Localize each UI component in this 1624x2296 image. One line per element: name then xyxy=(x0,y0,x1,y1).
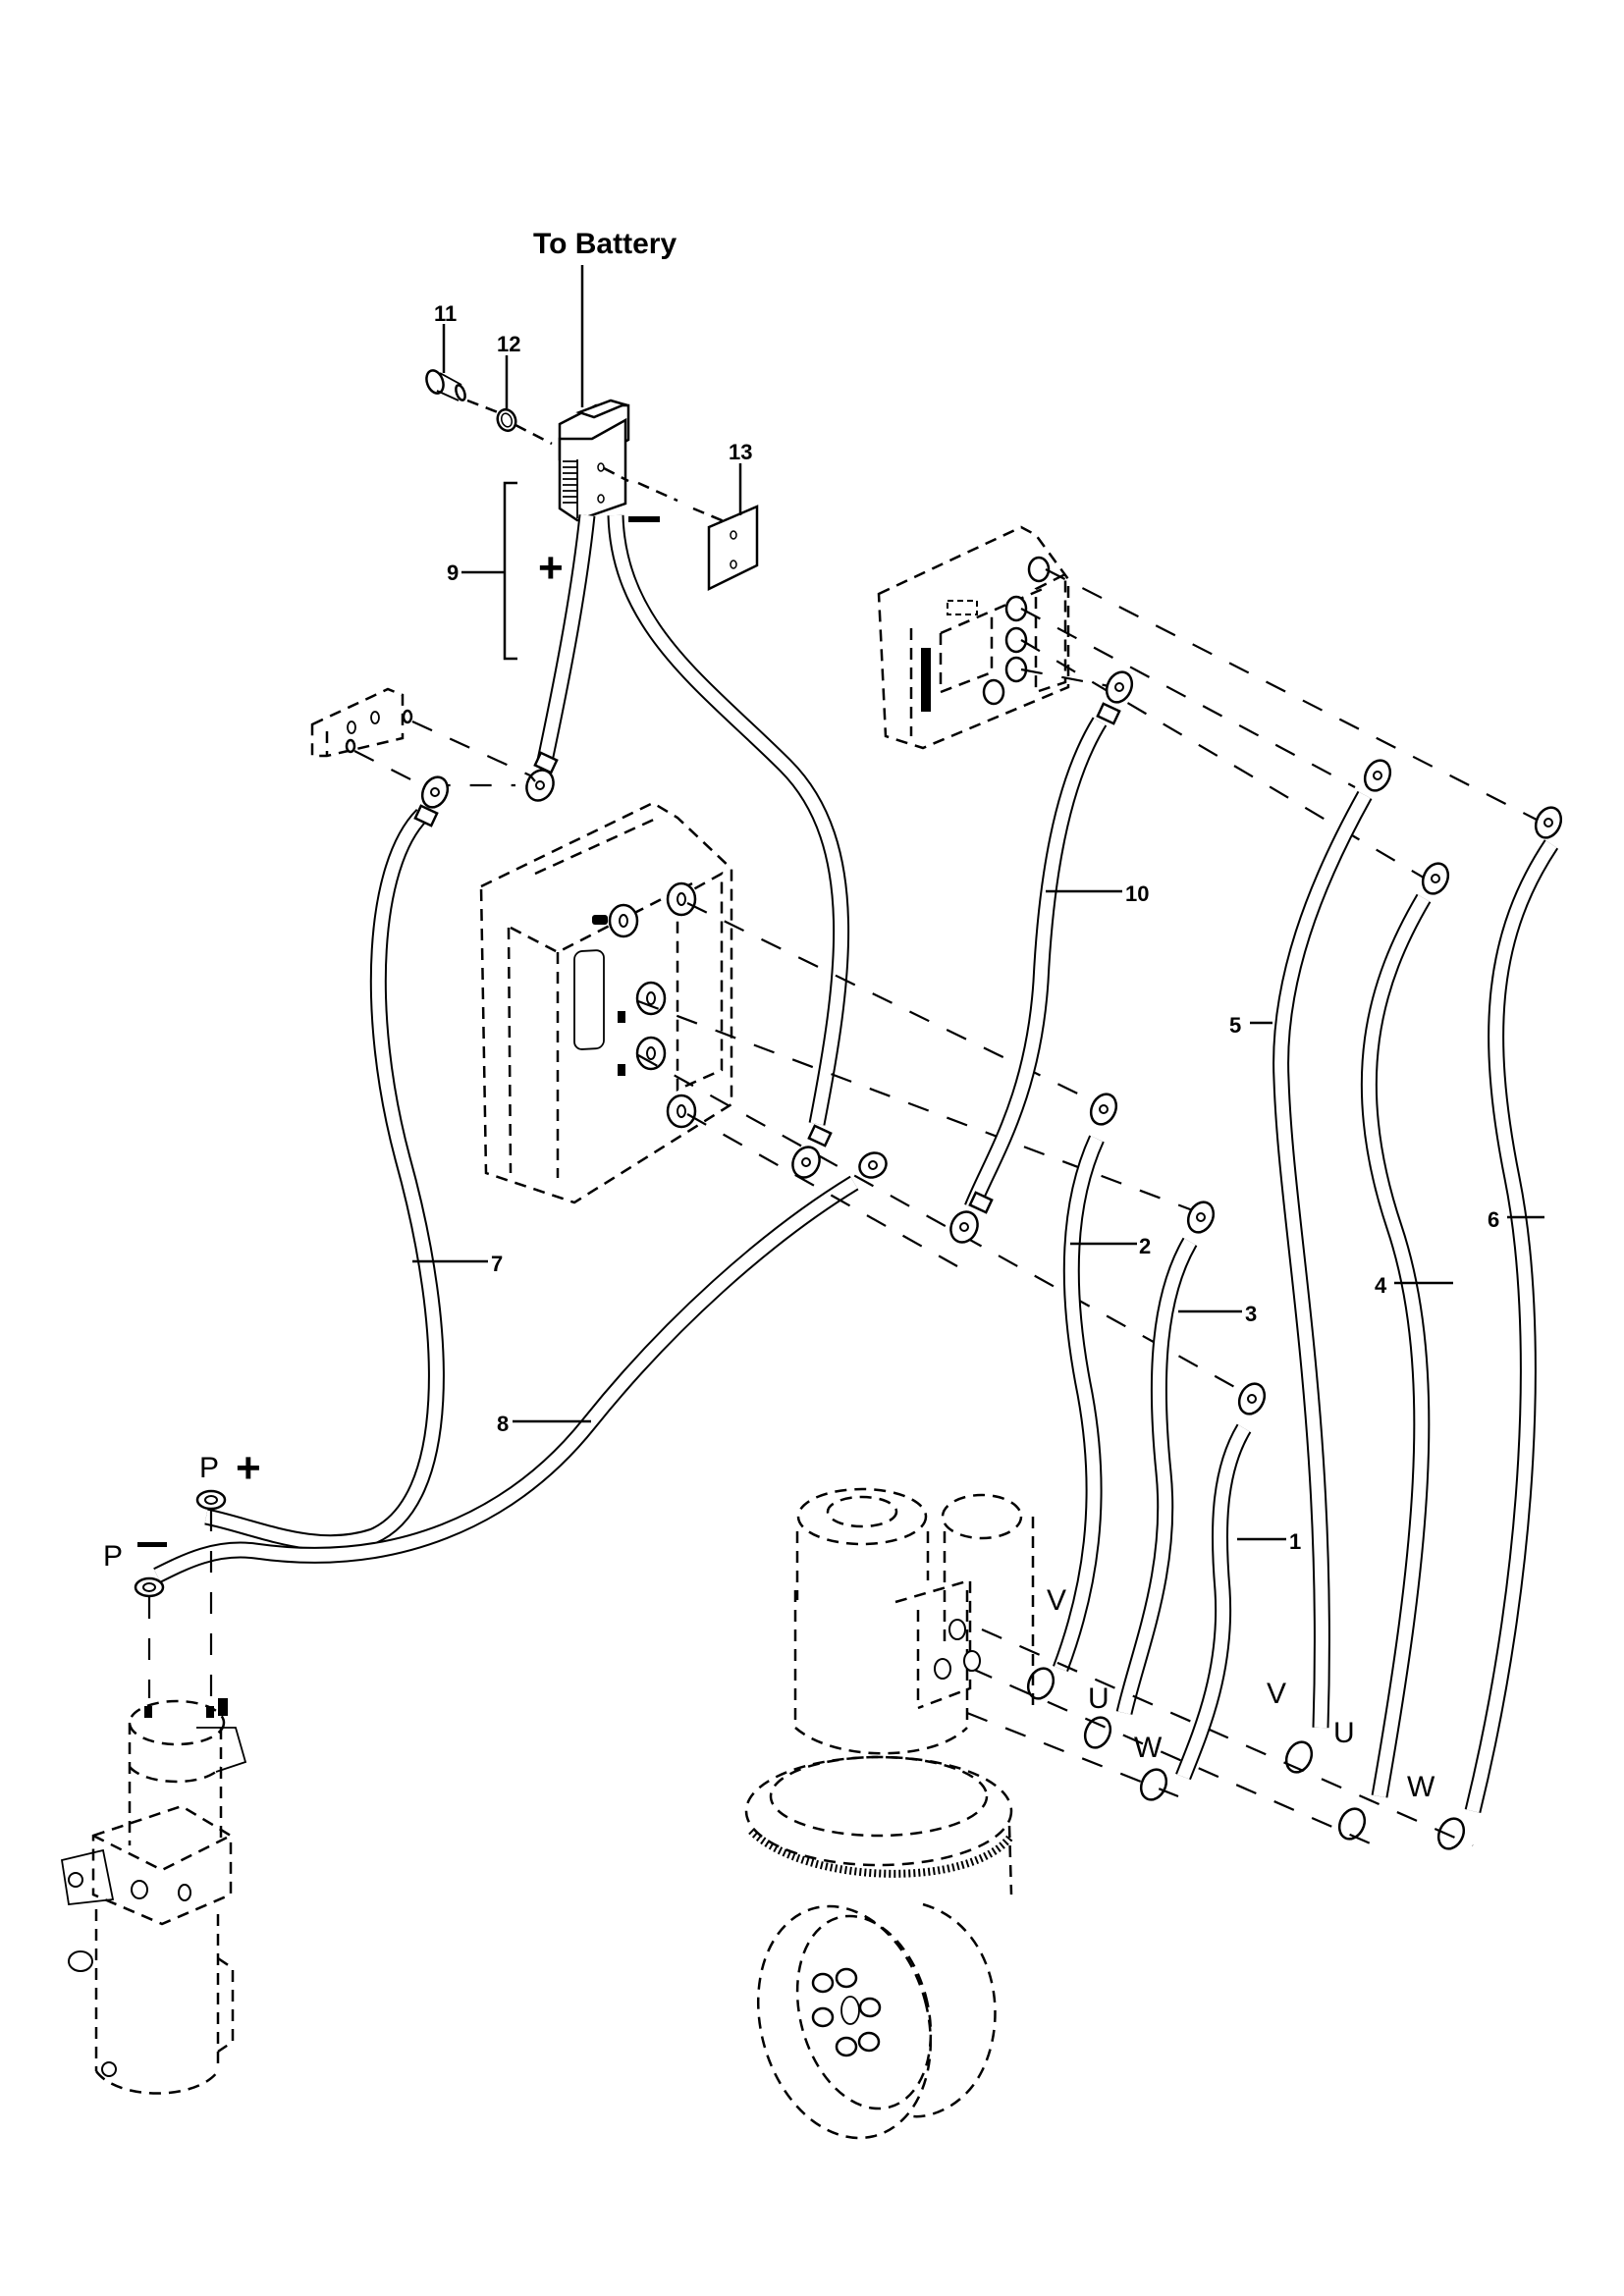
cable-9-positive xyxy=(536,514,596,763)
main-controller xyxy=(479,801,733,1204)
fuse-axis-dash-1 xyxy=(353,750,515,787)
to-battery-label: To Battery xyxy=(533,228,677,260)
pump-ctrl-axis-dash-2 xyxy=(1020,608,1356,788)
ring-terminal xyxy=(525,751,559,802)
ring-terminal xyxy=(134,1576,165,1598)
ring-terminal xyxy=(1096,670,1134,725)
fuse-axis-dash-2 xyxy=(411,721,536,782)
pump-motor xyxy=(60,1698,247,2095)
phase-w-near: W xyxy=(1134,1732,1163,1764)
phase-u-far: U xyxy=(1333,1717,1355,1749)
ring-terminal xyxy=(1363,759,1392,792)
insulator-plate xyxy=(707,505,759,592)
callout-3: 3 xyxy=(1245,1302,1257,1326)
pump-controller xyxy=(877,525,1070,750)
callout-6: 6 xyxy=(1488,1207,1499,1232)
cable-9-negative xyxy=(607,514,850,1126)
ring-terminal xyxy=(1186,1201,1216,1234)
motor-ring-terminals xyxy=(1026,1667,1466,1850)
callout-1: 1 xyxy=(1289,1529,1301,1554)
phase-v-near: V xyxy=(1047,1584,1066,1617)
callout-8: 8 xyxy=(497,1412,509,1436)
p-plus-sign: + xyxy=(236,1444,261,1492)
callout-9: 9 xyxy=(447,561,459,585)
callout-10: 10 xyxy=(1125,881,1149,906)
connector-plus-sign: + xyxy=(538,544,564,592)
callout-4: 4 xyxy=(1375,1273,1387,1298)
motor-axis-dash-1 xyxy=(981,1628,1474,1847)
ctrl-axis-dash-2 xyxy=(637,999,1199,1214)
terminal-stud xyxy=(666,881,697,917)
bolt-axis-dash xyxy=(466,399,553,446)
ctrl-axis-dash-3 xyxy=(637,1054,1248,1395)
cable-1 xyxy=(1175,1423,1252,1781)
terminal-stud xyxy=(608,903,639,938)
ring-terminal xyxy=(858,1151,888,1179)
terminal-stud xyxy=(635,1036,667,1071)
phase-v-far: V xyxy=(1267,1678,1286,1710)
cable-4 xyxy=(1360,893,1432,1798)
pump-ctrl-axis-dash-1 xyxy=(1045,568,1538,821)
phase-w-far: W xyxy=(1407,1771,1435,1803)
ring-terminal xyxy=(1534,806,1563,839)
ring-terminal xyxy=(949,1191,994,1244)
callout-12: 12 xyxy=(497,332,520,356)
terminal-stud xyxy=(635,981,667,1016)
fuse-block xyxy=(310,687,413,758)
phase-u-near: U xyxy=(1088,1682,1110,1715)
motor-axis-dash-2 xyxy=(971,1667,1376,1847)
callout-7: 7 xyxy=(491,1252,503,1276)
terminal-stud xyxy=(666,1094,697,1129)
cable-7 xyxy=(204,808,445,1552)
cable-10 xyxy=(964,717,1108,1211)
washer-icon xyxy=(496,407,517,433)
cable-6 xyxy=(1464,839,1559,1814)
callout-2: 2 xyxy=(1139,1234,1151,1258)
ring-terminal xyxy=(791,1124,833,1179)
callout-11: 11 xyxy=(434,301,457,326)
drive-motor-wheel xyxy=(744,1487,1035,2140)
battery-connector xyxy=(558,399,630,522)
ring-terminal xyxy=(1089,1093,1118,1126)
cable-8 xyxy=(153,1175,859,1583)
connector-minus-sign xyxy=(628,516,660,522)
cable-3 xyxy=(1115,1237,1198,1715)
callout-5: 5 xyxy=(1229,1013,1241,1038)
callout-13: 13 xyxy=(729,440,752,464)
ctrl-axis-dash-4 xyxy=(686,1113,958,1267)
p-plus-letter: P xyxy=(199,1452,219,1484)
ring-terminal xyxy=(195,1489,227,1511)
ring-terminal xyxy=(1237,1382,1267,1415)
callout-9-bracket xyxy=(503,481,517,661)
pump-ctrl-axis-dash-4 xyxy=(1020,667,1115,689)
bolt-icon xyxy=(425,369,466,401)
ring-terminal xyxy=(413,775,450,828)
connector-axis-dash xyxy=(603,466,730,525)
p-minus-letter: P xyxy=(103,1540,123,1573)
p-minus-sign xyxy=(137,1542,167,1547)
cable-2 xyxy=(1053,1135,1105,1672)
ring-terminal xyxy=(1421,862,1450,895)
cable-5 xyxy=(1272,790,1373,1729)
